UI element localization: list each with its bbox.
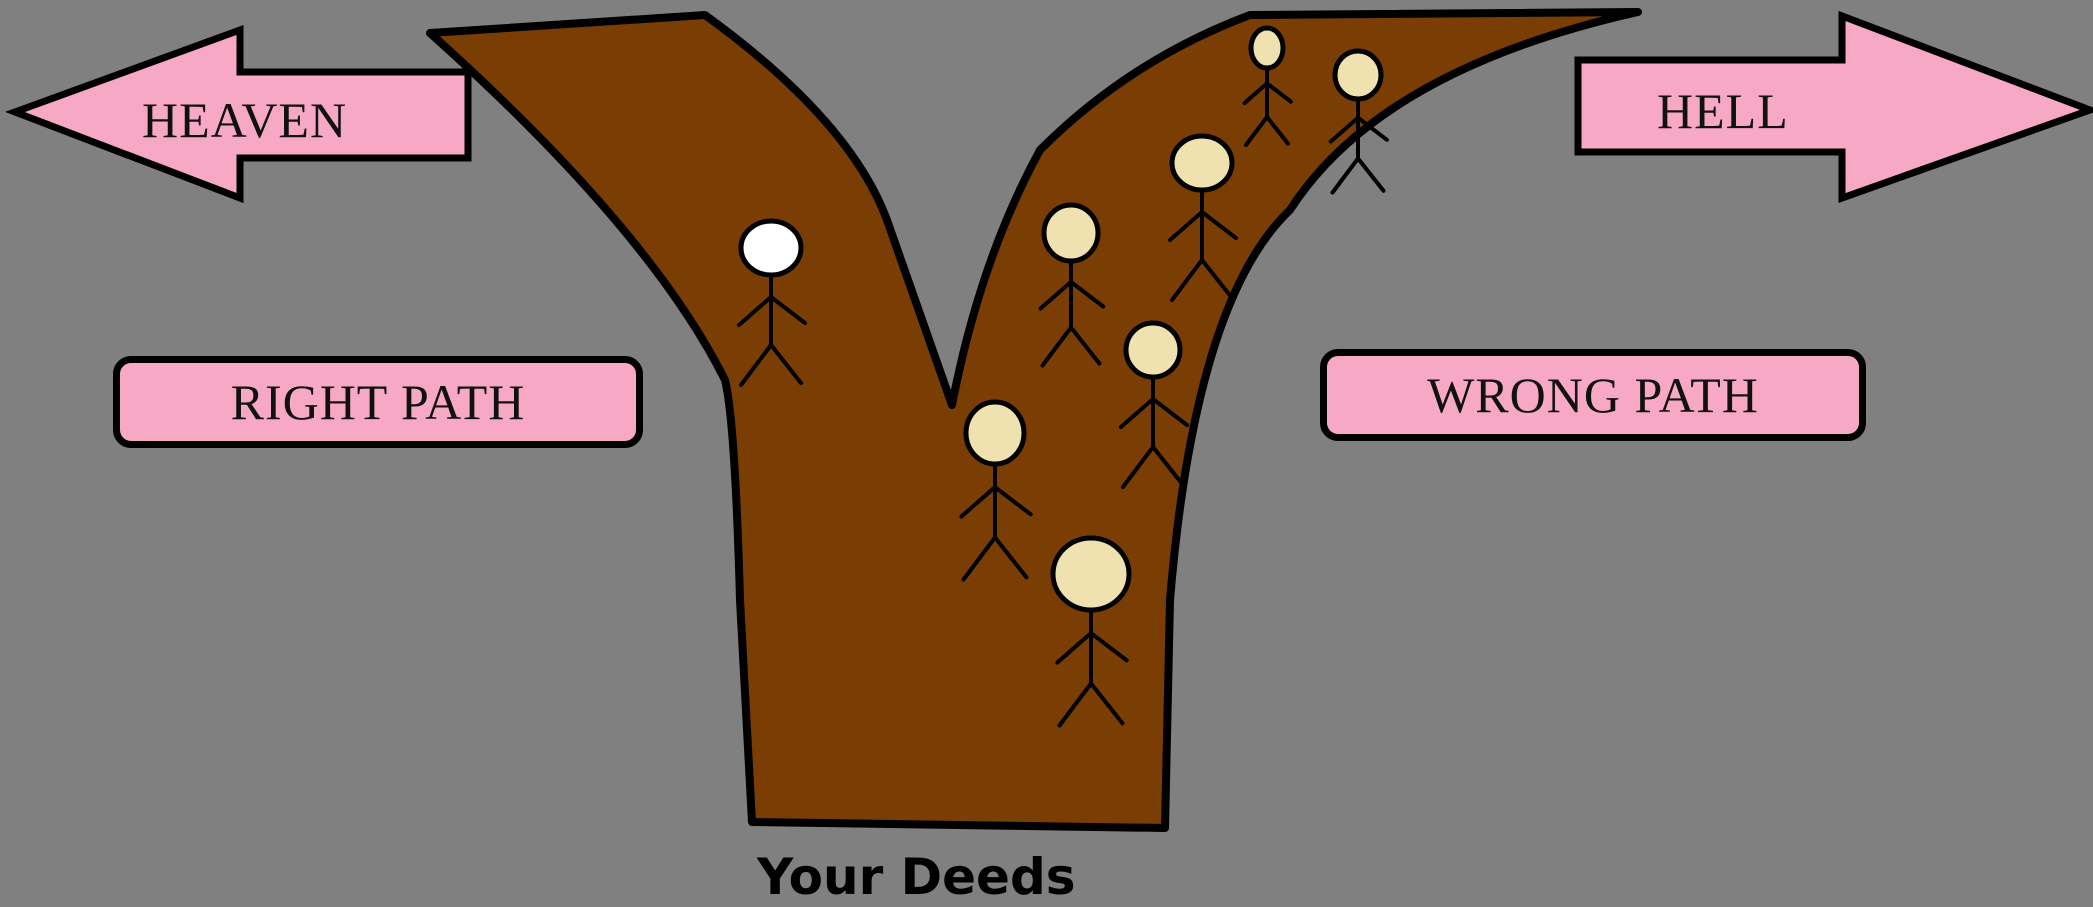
diagram-caption: Your Deeds bbox=[757, 848, 1076, 906]
right-path-label: RIGHT PATH bbox=[113, 356, 643, 448]
figure-head bbox=[1172, 136, 1232, 190]
hell-arrow: HELL bbox=[1578, 16, 2090, 198]
figure-head bbox=[1044, 205, 1098, 261]
heaven-arrow: HEAVEN bbox=[15, 30, 468, 198]
wrong-path-label: WRONG PATH bbox=[1320, 349, 1866, 441]
figure-leg-right bbox=[1358, 159, 1384, 191]
figure-leg-left bbox=[1333, 159, 1359, 193]
hell-arrow-shape bbox=[1578, 16, 2090, 198]
hell-label: HELL bbox=[1657, 83, 1789, 139]
figure-head bbox=[1126, 323, 1180, 377]
figure-head bbox=[741, 221, 801, 275]
figure-head bbox=[1335, 51, 1381, 99]
heaven-label: HEAVEN bbox=[142, 92, 347, 148]
figure-head bbox=[1251, 28, 1283, 68]
figure-head bbox=[966, 402, 1024, 464]
figure-head bbox=[1053, 538, 1129, 610]
